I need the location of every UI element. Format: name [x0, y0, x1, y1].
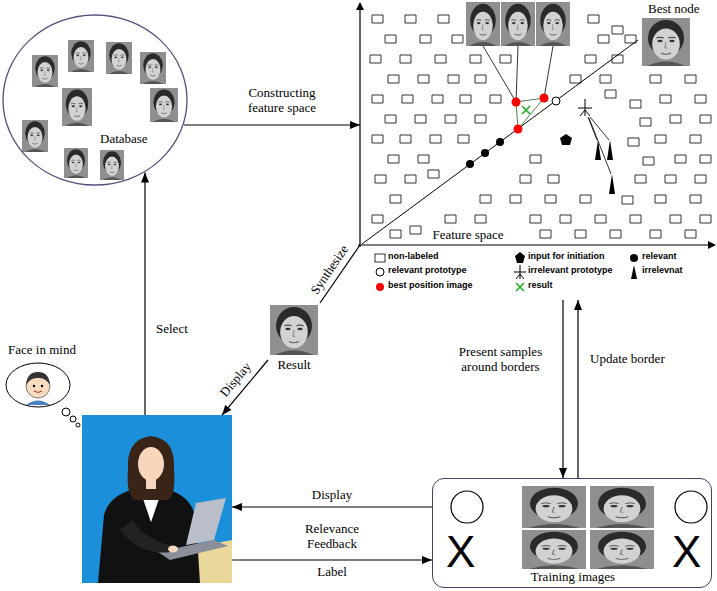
flow-arrow [577, 300, 578, 478]
legend-square [375, 254, 385, 262]
face-photo [100, 150, 124, 180]
relevant-dot [496, 138, 504, 146]
ellipse-outline [2, 14, 188, 186]
training-face [522, 486, 586, 528]
face-photo [68, 40, 94, 72]
legend-label: result [528, 281, 553, 290]
training-face [522, 530, 586, 569]
edge-label: Update border [590, 352, 665, 367]
user-figure: Face in mind [82, 415, 232, 583]
legend-label: irrelevnat [642, 266, 683, 275]
cartoon-shirt [26, 401, 50, 406]
ellipse-border [3, 15, 187, 185]
best-node-face [642, 18, 690, 66]
laptop-screen [186, 498, 226, 545]
edge-label: Display [287, 488, 377, 503]
leader-line [483, 46, 553, 102]
thought-dot [70, 416, 76, 422]
edge-label: Select [156, 322, 188, 337]
legend-dot [630, 254, 638, 262]
face-photo [466, 2, 500, 46]
annotation-label: Relevance Feedback [287, 522, 377, 552]
legend-prototype-symbol [514, 265, 526, 279]
relevant-mark [451, 491, 483, 523]
flow-arrow [184, 124, 360, 125]
edge-label: Constructing feature space [232, 86, 332, 116]
legend-label: input for initiation [528, 252, 604, 261]
database-ellipse: Database [2, 14, 188, 186]
user-face [138, 447, 164, 481]
face-photo [32, 55, 58, 87]
edge-label: Present samples around borders [448, 345, 553, 375]
legend-open-circle [376, 268, 384, 276]
axis-arrowheads [356, 2, 716, 249]
irrelevant-mark: X [446, 530, 475, 574]
result-face [270, 305, 318, 355]
best-position-dot [512, 98, 521, 107]
cartoon-hair [26, 372, 50, 385]
face-photo [536, 2, 570, 46]
best-position-dot [514, 125, 523, 134]
non-labeled-samples [370, 15, 711, 238]
training-face [590, 486, 654, 528]
thought-bubble [6, 363, 70, 407]
user-jacket [98, 488, 200, 583]
flow-arrow [562, 300, 563, 478]
irrelevant-mark: X [672, 530, 701, 574]
edge-label: Label [287, 565, 377, 580]
irrelevant-prototype [578, 99, 592, 116]
node-label: Result [268, 358, 320, 373]
face-photo [150, 88, 178, 122]
face-photo [140, 52, 166, 84]
node-label: Face in mind [8, 343, 76, 358]
training-face [590, 530, 654, 569]
relevant-dot [466, 160, 474, 168]
legend-x [516, 283, 524, 291]
legend-label: best position image [388, 281, 473, 290]
face-photo [22, 120, 48, 152]
flow-arrow [232, 506, 432, 507]
leader-line [588, 117, 611, 174]
relevant-mark [675, 491, 707, 523]
node-label: Feature space [418, 228, 518, 243]
cartoon-eye [33, 385, 35, 387]
relevant-dot [481, 149, 489, 157]
flow-arrow [232, 559, 432, 560]
node-label: Database [100, 132, 148, 147]
result-mark [522, 106, 530, 114]
relevant-prototype [552, 97, 560, 105]
user-hair [128, 436, 175, 500]
face-photo [64, 148, 88, 178]
face-photo [62, 88, 92, 126]
cartoon-eye [41, 385, 43, 387]
legend-triangle [631, 265, 637, 279]
edge-label: Display [217, 360, 254, 401]
legend-pentagon [515, 252, 525, 263]
search-path-line [362, 40, 638, 244]
best-position-dot [540, 94, 549, 103]
legend-label: relevant [642, 252, 677, 261]
legend-label: non-labeled [388, 252, 439, 261]
flow-arrow [144, 173, 145, 415]
thought-dot [62, 408, 70, 416]
legend-swatch [376, 283, 384, 291]
cartoon-smile [34, 391, 42, 393]
legend-label: relevant prototype [388, 266, 467, 275]
legend-label: irrelevant prototype [528, 266, 613, 275]
user-arm [120, 520, 172, 553]
initiation-pentagon [560, 134, 572, 145]
result-image: Result [268, 303, 320, 375]
irrelevant-triangle [595, 140, 615, 194]
face-photo [106, 42, 132, 74]
thought-dot [76, 423, 80, 427]
user-background [82, 415, 232, 583]
node-caption: Best node [648, 2, 700, 17]
laptop-base [158, 540, 228, 560]
face-photo [501, 2, 535, 46]
user-hand [168, 546, 178, 553]
